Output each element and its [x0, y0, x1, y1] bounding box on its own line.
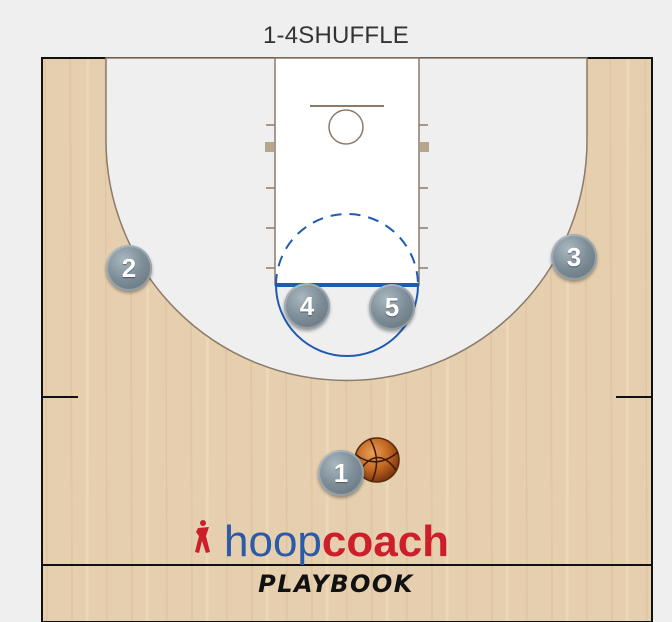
lane-block-left [265, 142, 274, 152]
brand-coach-text: coach [321, 517, 450, 566]
rim [328, 109, 364, 145]
lane-hash-marks [266, 124, 428, 269]
brand-hoop-text: hoop [224, 517, 322, 566]
lane-block-right [420, 142, 429, 152]
free-throw-circle-top [275, 213, 419, 286]
player-1[interactable]: 1 [318, 450, 364, 496]
player-4[interactable]: 4 [284, 283, 330, 329]
player-2[interactable]: 2 [106, 245, 152, 291]
hoopcoach-logo-icon [195, 520, 210, 553]
player-5[interactable]: 5 [369, 284, 415, 330]
play-title: 1-4SHUFFLE [262, 22, 410, 49]
paint [274, 57, 420, 286]
player-3[interactable]: 3 [551, 234, 597, 280]
brand-playbook-text: PLAYBOOK [258, 570, 414, 598]
